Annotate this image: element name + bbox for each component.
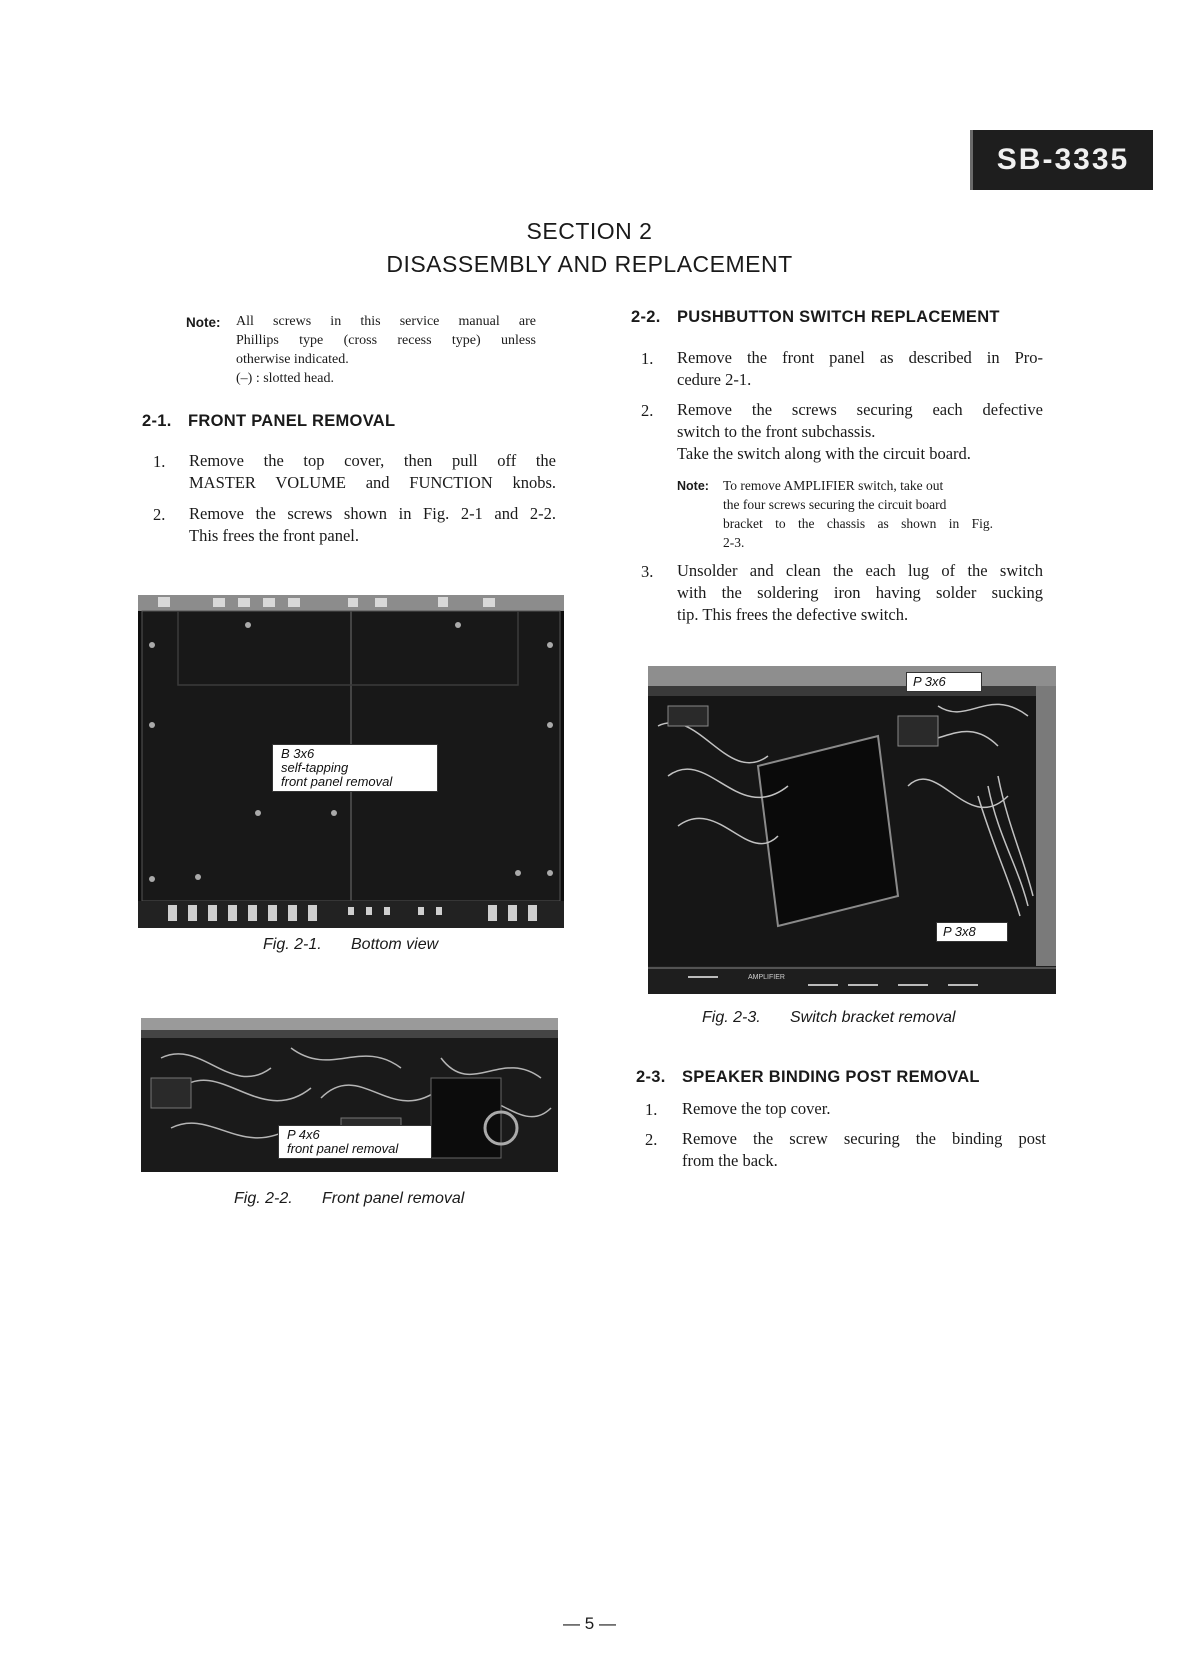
heading-number: 2-3. [636,1068,666,1086]
note-line: All screws in this service manual are [236,314,536,329]
note-line: Phillips type (cross recess type) unless [236,333,536,348]
step-text: Remove the screw securing the binding po… [682,1128,1046,1172]
step-number: 2. [641,401,654,420]
caption-text: Front panel removal [322,1190,465,1207]
heading-title: PUSHBUTTON SWITCH REPLACEMENT [677,308,1000,326]
step-line: Remove the top cover, then pull off the [189,451,556,470]
caption-number: Fig. 2-2. [234,1190,293,1207]
note-line: otherwise indicated. [236,352,349,367]
step-line: with the soldering iron having solder su… [677,583,1043,602]
caption-text: Bottom view [351,936,439,953]
fig-2-2-caption: Fig. 2-2. Front panel removal [234,1190,464,1208]
step-text: Remove the top cover, then pull off the … [189,450,556,494]
note-line: (–) : slotted head. [236,371,334,386]
step-text: Remove the screws shown in Fig. 2-1 and … [189,503,556,547]
heading-number: 2-2. [631,308,661,326]
note-label: Note: [186,315,221,330]
note-line: 2-3. [723,535,745,550]
label-line: self-tapping [281,760,349,775]
section-title: DISASSEMBLY AND REPLACEMENT [386,251,793,277]
fig-2-3-caption: Fig. 2-3. Switch bracket removal [702,1009,955,1027]
amplifier-note: To remove AMPLIFIER switch, take out the… [723,476,993,552]
step-line: Remove the screws securing each defectiv… [677,400,1043,419]
step-line: Remove the screws shown in Fig. 2-1 and … [189,504,556,523]
fig-2-3-screw-label-bottom: P 3x8 [936,922,1008,942]
fig-2-1-screw-label: B 3x6 self-tapping front panel removal [272,744,438,792]
switch-bracket-image: AMPLIFIER [648,666,1056,994]
heading-number: 2-1. [142,412,172,430]
page-number: — 5 — [563,1614,616,1633]
step-line: Take the switch along with the circuit b… [677,444,971,463]
step-line: Remove the front panel as described in P… [677,348,1043,367]
step-number: 1. [645,1100,658,1119]
step-text: Remove the front panel as described in P… [677,347,1043,391]
label-line: B 3x6 [281,746,315,761]
label-line: front panel removal [287,1141,399,1156]
note-label: Note: [677,479,709,493]
step-number: 1. [153,452,166,471]
step-line: This frees the front panel. [189,526,359,545]
label-line: P 4x6 [287,1127,320,1142]
section-2-2-heading: 2-2. PUSHBUTTON SWITCH REPLACEMENT [631,308,1000,327]
step-number: 1. [641,349,654,368]
note-line: the four screws securing the circuit boa… [723,497,947,512]
amplifier-panel-text: AMPLIFIER [748,974,785,981]
step-text: Remove the top cover. [682,1098,1046,1120]
step-text: Unsolder and clean the each lug of the s… [677,560,1043,626]
section-2-3-heading: 2-3. SPEAKER BINDING POST REMOVAL [636,1068,980,1087]
fig-2-3-screw-label-top: P 3x6 [906,672,982,692]
model-badge: SB-3335 [970,130,1153,190]
caption-number: Fig. 2-1. [263,936,322,953]
step-line: from the back. [682,1151,778,1170]
front-panel-image [141,1018,558,1159]
fig-2-2-photo [141,1018,558,1172]
step-line: switch to the front subchassis. [677,422,876,441]
section-number: SECTION 2 [526,218,653,244]
step-number: 3. [641,562,654,581]
step-number: 2. [645,1130,658,1149]
step-number: 2. [153,505,166,524]
fig-2-1-caption: Fig. 2-1. Bottom view [263,936,438,954]
note-line: To remove AMPLIFIER switch, take out [723,478,944,493]
step-line: Unsolder and clean the each lug of the s… [677,561,1043,580]
fig-2-3-photo: AMPLIFIER [648,666,1056,994]
heading-title: SPEAKER BINDING POST REMOVAL [682,1068,980,1086]
step-line: tip. This frees the defective switch. [677,605,909,624]
fig-2-2-screw-label: P 4x6 front panel removal [278,1125,432,1159]
note-line: bracket to the chassis as shown in Fig. [723,516,993,531]
heading-title: FRONT PANEL REMOVAL [188,412,396,430]
caption-text: Switch bracket removal [790,1009,956,1026]
caption-number: Fig. 2-3. [702,1009,761,1026]
step-text: Remove the screws securing each defectiv… [677,399,1043,465]
general-note: All screws in this service manual are Ph… [236,312,536,388]
step-line: Remove the screw securing the binding po… [682,1129,1046,1148]
step-line: MASTER VOLUME and FUNCTION knobs. [189,473,556,492]
label-line: front panel removal [281,774,393,789]
step-line: cedure 2-1. [677,370,752,389]
step-line: Remove the top cover. [682,1099,831,1118]
section-2-1-heading: 2-1. FRONT PANEL REMOVAL [142,412,395,431]
